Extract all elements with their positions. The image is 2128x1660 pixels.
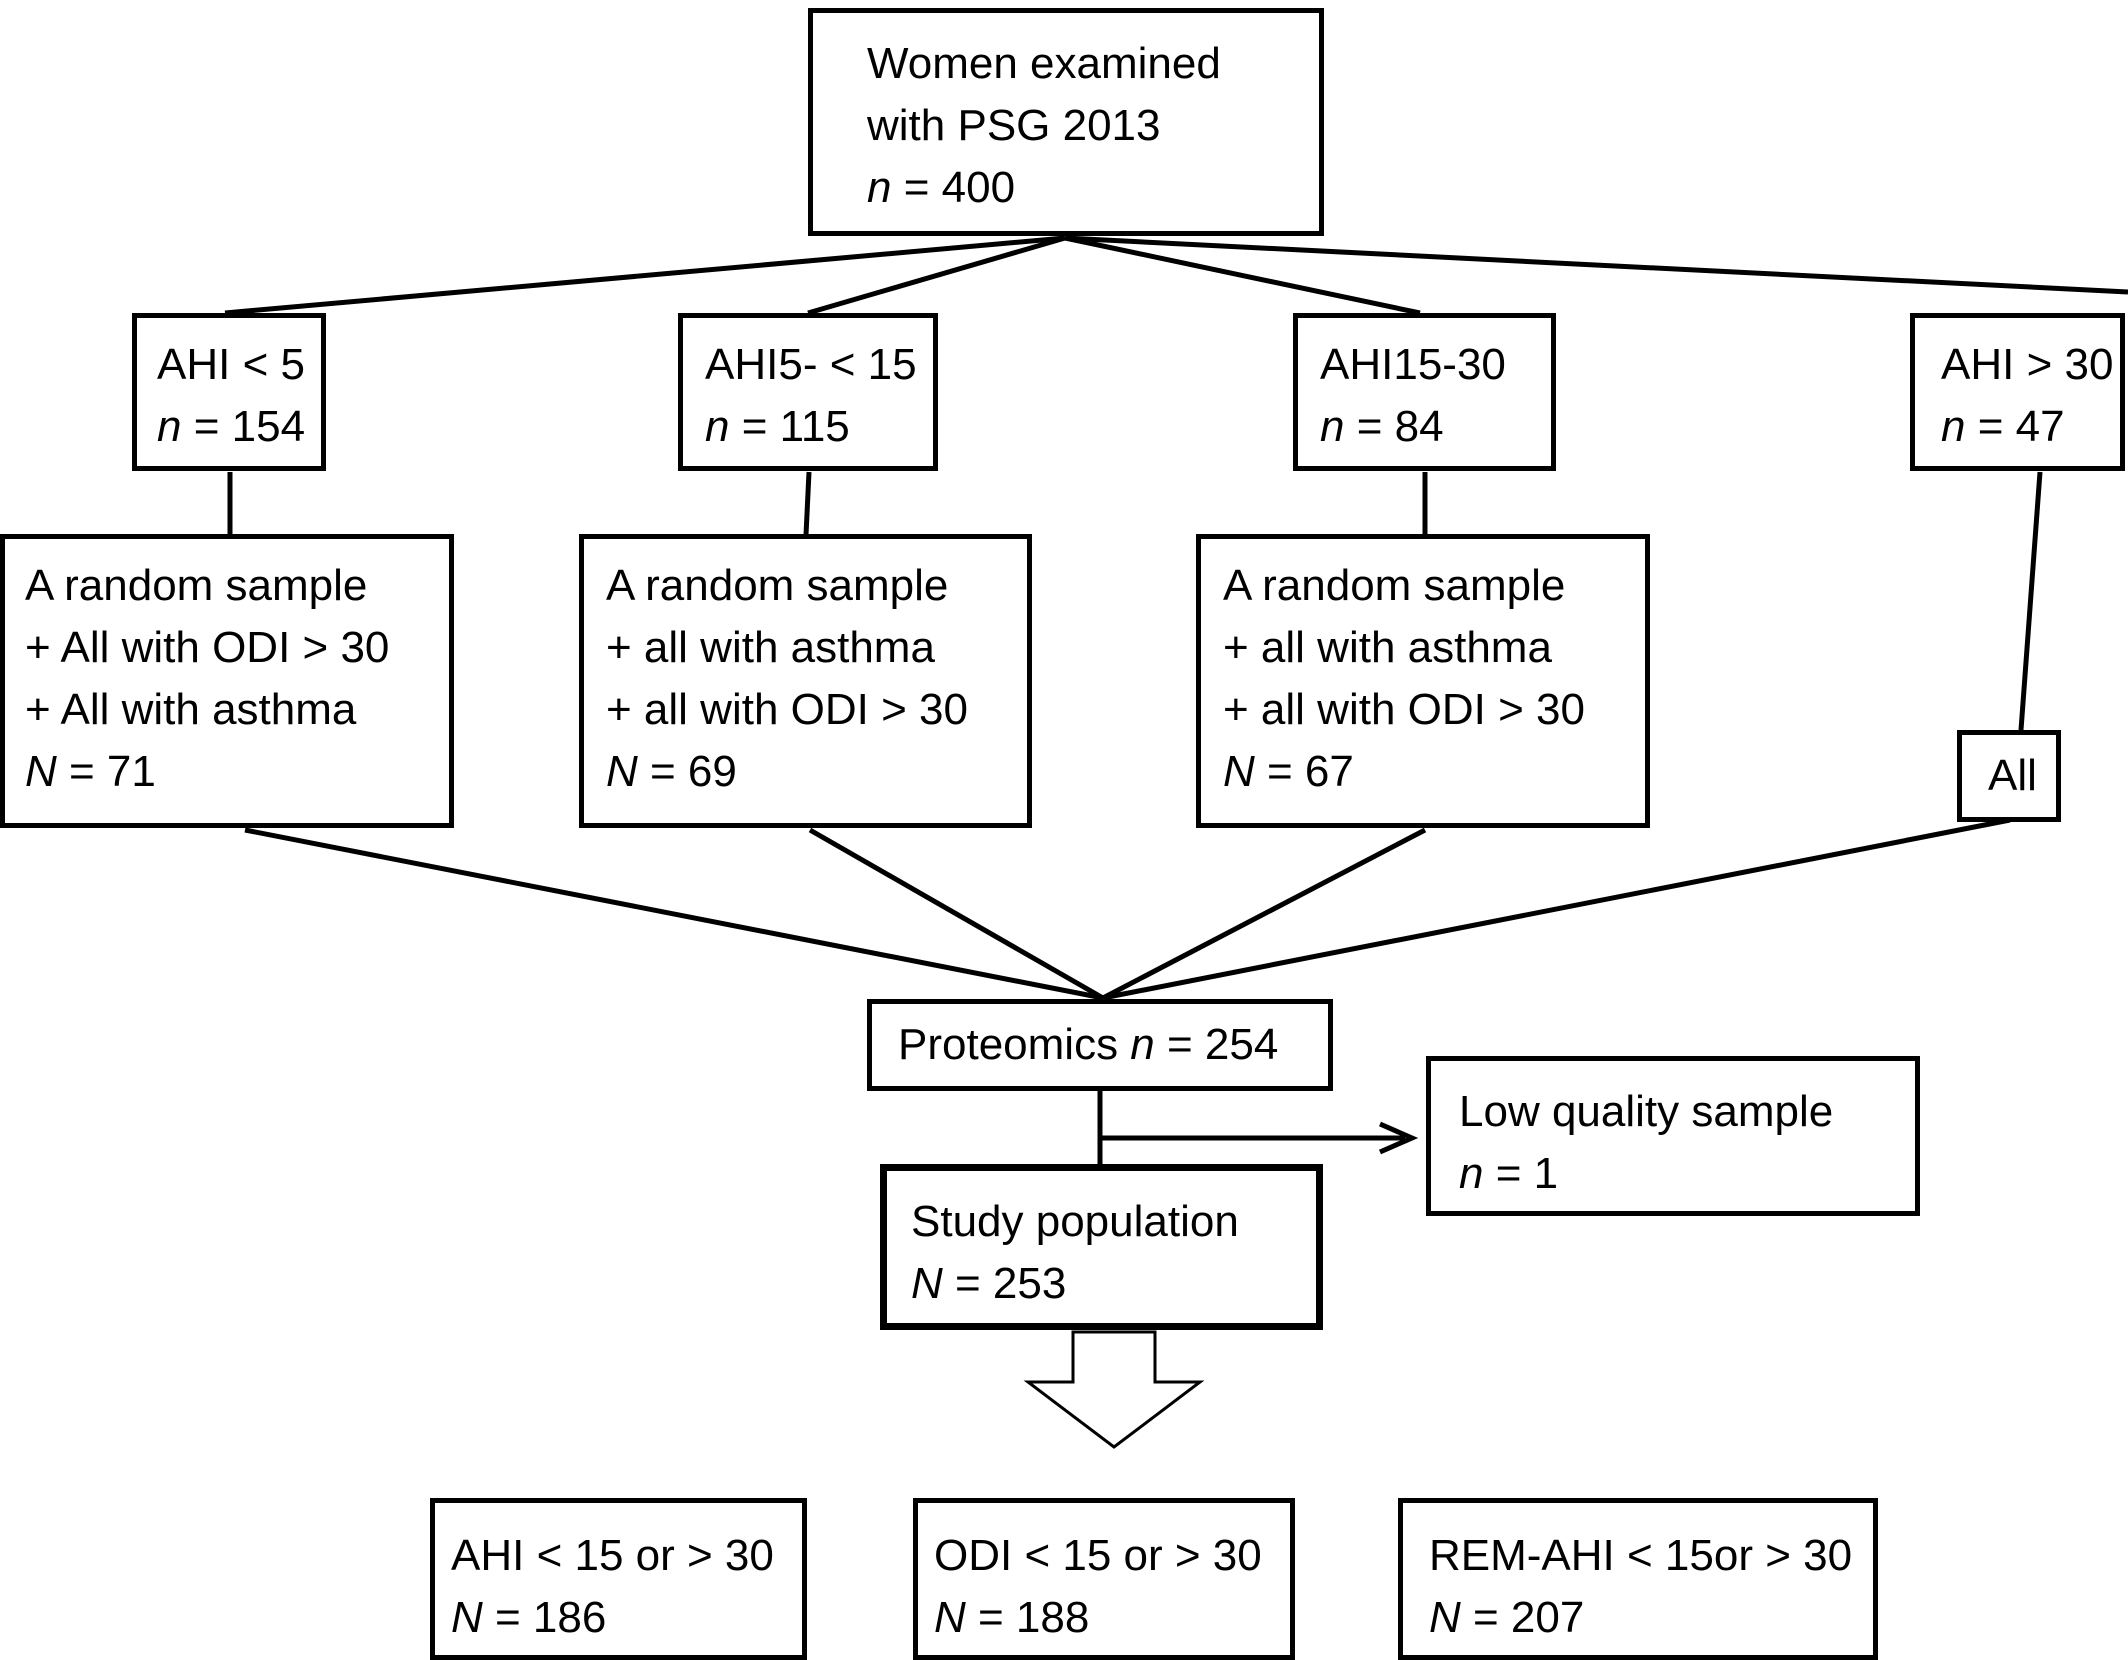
sample-all-label: All (1988, 751, 2037, 800)
connector-top-to-group4 (1064, 235, 2128, 295)
sample-line2: + all with asthma (606, 623, 935, 672)
women-examined-line1: Women examined (867, 39, 1221, 88)
connector-top-to-group3 (1064, 235, 1421, 316)
women-examined-line2: with PSG 2013 (867, 101, 1161, 150)
sample-line1: A random sample (25, 561, 368, 610)
connector-sample3-to-proteomics (1101, 827, 1427, 1001)
women-examined-box: Women examined with PSG 2013 n = 400 (808, 8, 1324, 236)
group-label: AHI15-30 (1320, 340, 1506, 389)
proteomics-count: Proteomics n = 254 (898, 1020, 1279, 1069)
group-box-ahi5-15: AHI5- < 15 n = 115 (678, 313, 938, 471)
sample-line3: + all with ODI > 30 (1223, 685, 1585, 734)
sample-count: N = 69 (606, 747, 737, 796)
excluded-label: Low quality sample (1459, 1087, 1834, 1136)
study-count: N = 253 (911, 1259, 1067, 1308)
sample-line3: + All with asthma (25, 685, 357, 734)
connector-top-to-group2 (807, 235, 1066, 316)
sample-line1: A random sample (1223, 561, 1566, 610)
study-population-box: Study population N = 253 (880, 1164, 1323, 1330)
group-box-ahi-lt5: AHI < 5 n = 154 (132, 313, 326, 471)
connector-sample1-to-proteomics (244, 827, 1104, 1001)
connector-group4-to-sample4 (2018, 471, 2043, 731)
outcome-box-ahi: AHI < 15 or > 30 N = 186 (430, 1498, 807, 1660)
outcome-label: REM-AHI < 15or > 30 (1429, 1531, 1853, 1580)
outcome-count: N = 207 (1429, 1593, 1585, 1642)
sample-box-3: A random sample + all with asthma + all … (1196, 534, 1650, 828)
group-count: n = 47 (1941, 402, 2065, 451)
outcome-label: AHI < 15 or > 30 (451, 1531, 774, 1580)
outcome-count: N = 188 (934, 1593, 1090, 1642)
exclusion-arrowhead (1378, 1121, 1419, 1155)
connector-top-to-group1 (224, 235, 1066, 316)
group-box-ahi15-30: AHI15-30 n = 84 (1293, 313, 1556, 471)
sample-box-1: A random sample + All with ODI > 30 + Al… (0, 534, 454, 828)
outcome-box-odi: ODI < 15 or > 30 N = 188 (913, 1498, 1295, 1660)
women-examined-count: n = 400 (867, 163, 1016, 212)
sample-line1: A random sample (606, 561, 949, 610)
group-label: AHI > 30 (1941, 340, 2114, 389)
sample-count: N = 71 (25, 747, 156, 796)
group-count: n = 154 (157, 402, 306, 451)
outcome-box-rem-ahi: REM-AHI < 15or > 30 N = 207 (1398, 1498, 1878, 1660)
group-box-ahi-gt30: AHI > 30 n = 47 (1910, 313, 2125, 471)
group-label: AHI < 5 (157, 340, 305, 389)
low-quality-sample-box: Low quality sample n = 1 (1426, 1056, 1920, 1216)
group-count: n = 84 (1320, 402, 1444, 451)
down-block-arrow (1023, 1330, 1205, 1449)
proteomics-box: Proteomics n = 254 (867, 999, 1333, 1091)
group-label: AHI5- < 15 (705, 340, 917, 389)
sample-line3: + all with ODI > 30 (606, 685, 968, 734)
outcome-label: ODI < 15 or > 30 (934, 1531, 1262, 1580)
sample-count: N = 67 (1223, 747, 1354, 796)
study-label: Study population (911, 1197, 1239, 1246)
sample-box-all: All (1957, 730, 2061, 822)
connector-sample4-to-proteomics (1102, 817, 2011, 1001)
group-count: n = 115 (705, 402, 850, 451)
sample-line2: + All with ODI > 30 (25, 623, 390, 672)
sample-line2: + all with asthma (1223, 623, 1552, 672)
connector-sample2-to-proteomics (808, 827, 1105, 1001)
connector-group2-to-sample2 (803, 471, 812, 536)
excluded-count: n = 1 (1459, 1149, 1559, 1198)
sample-box-2: A random sample + all with asthma + all … (579, 534, 1032, 828)
outcome-count: N = 186 (451, 1593, 607, 1642)
